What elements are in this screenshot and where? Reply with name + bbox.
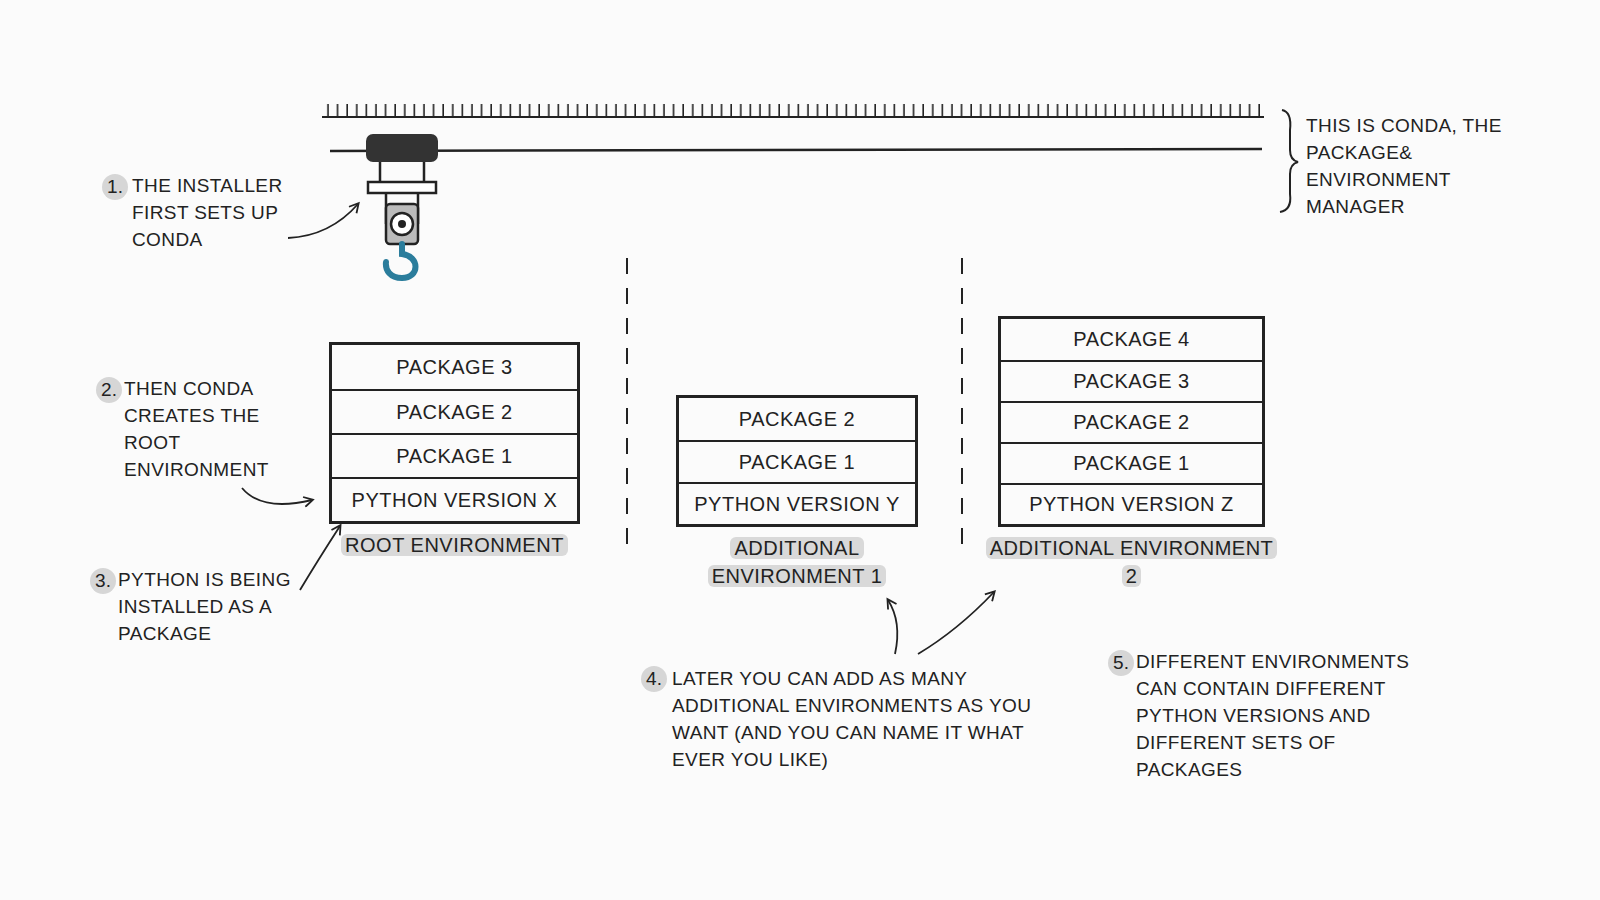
package-box: PACKAGE 2 bbox=[332, 389, 577, 433]
package-box: PACKAGE 2 bbox=[679, 398, 915, 440]
callout-text: LATER YOU CAN ADD AS MANY ADDITIONAL ENV… bbox=[672, 665, 1057, 773]
package-name: PACKAGE 4 bbox=[1073, 328, 1189, 351]
package-name: PACKAGE 1 bbox=[396, 445, 512, 468]
package-name: PYTHON VERSION Z bbox=[1029, 493, 1234, 516]
package-name: PACKAGE 3 bbox=[396, 356, 512, 379]
callout-text: THEN CONDA CREATES THE ROOT ENVIRONMENT bbox=[124, 375, 294, 483]
callout-text: DIFFERENT ENVIRONMENTS CAN CONTAIN DIFFE… bbox=[1136, 648, 1436, 783]
callout-number: 1. bbox=[102, 174, 128, 200]
brace bbox=[1280, 110, 1298, 212]
crane-hook bbox=[366, 134, 438, 278]
package-name: PACKAGE 2 bbox=[396, 401, 512, 424]
environment-label: ADDITIONAL ENVIRONMENT 1 bbox=[708, 537, 887, 587]
callout-number: 2. bbox=[96, 377, 122, 403]
callout-text: THIS IS CONDA, THE PACKAGE& ENVIRONMENT … bbox=[1306, 112, 1506, 220]
callout-number: 5. bbox=[1108, 650, 1134, 676]
environment-label: ADDITIONAL ENVIRONMENT 2 bbox=[986, 537, 1278, 587]
callout-number: 4. bbox=[641, 666, 667, 692]
package-name: PACKAGE 2 bbox=[739, 408, 855, 431]
package-name: PACKAGE 1 bbox=[739, 451, 855, 474]
package-box: PYTHON VERSION X bbox=[332, 477, 577, 521]
environment-stack: PACKAGE 2PACKAGE 1PYTHON VERSION YADDITI… bbox=[676, 395, 918, 527]
package-box: PYTHON VERSION Y bbox=[679, 482, 915, 524]
separator bbox=[626, 258, 628, 555]
callout-number: 3. bbox=[90, 568, 116, 594]
environment-label-wrap: ADDITIONAL ENVIRONMENT 2 bbox=[981, 534, 1282, 590]
package-box: PACKAGE 1 bbox=[332, 433, 577, 477]
package-box: PACKAGE 2 bbox=[1001, 401, 1262, 442]
environment-stack: PACKAGE 4 PACKAGE 3 PACKAGE 2 PACKAGE 1 PYTH… bbox=[998, 316, 1265, 527]
package-box: PACKAGE 3 bbox=[1001, 360, 1262, 401]
separator bbox=[961, 258, 963, 555]
callout-text: THE INSTALLER FIRST SETS UP CONDA bbox=[132, 172, 310, 253]
package-name: PYTHON VERSION X bbox=[352, 489, 558, 512]
environment-stack: PACKAGE 3 PACKAGE 2 PACKAGE 1 PYTHON VERSIO… bbox=[329, 342, 580, 524]
package-box: PYTHON VERSION Z bbox=[1001, 483, 1262, 524]
package-name: PACKAGE 1 bbox=[1073, 452, 1189, 475]
package-box: PACKAGE 4 bbox=[1001, 319, 1262, 360]
environment-label-wrap: ROOT ENVIRONMENT bbox=[312, 531, 597, 559]
package-box: PACKAGE 3 bbox=[332, 345, 577, 389]
package-box: PACKAGE 1 bbox=[679, 440, 915, 482]
package-name: PYTHON VERSION Y bbox=[694, 493, 899, 516]
package-name: PACKAGE 2 bbox=[1073, 411, 1189, 434]
leader-arrows bbox=[242, 204, 994, 654]
crane-rail bbox=[322, 104, 1264, 151]
environment-label-wrap: ADDITIONAL ENVIRONMENT 1 bbox=[659, 534, 935, 590]
callout-text: PYTHON IS BEING INSTALLED AS A PACKAGE bbox=[118, 566, 293, 647]
package-box: PACKAGE 1 bbox=[1001, 442, 1262, 483]
package-name: PACKAGE 3 bbox=[1073, 370, 1189, 393]
environment-label: ROOT ENVIRONMENT bbox=[341, 534, 568, 556]
